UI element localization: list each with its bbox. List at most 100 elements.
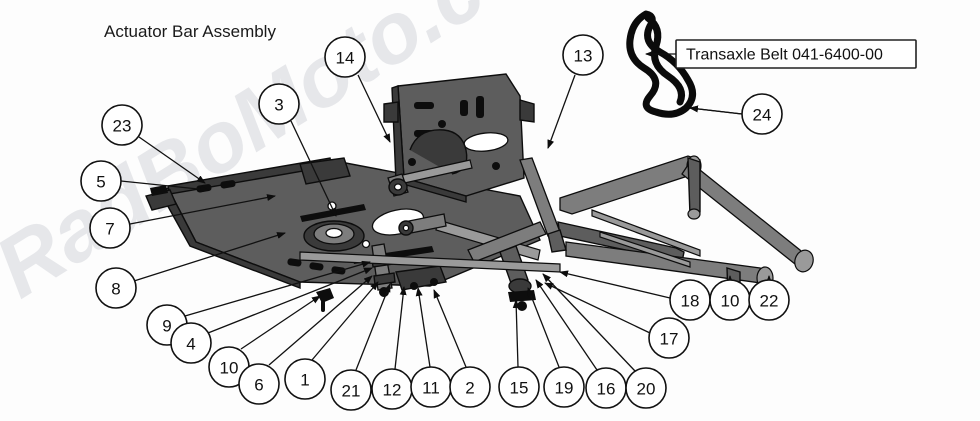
callout-leader-20: [542, 273, 636, 372]
callout-leader-14: [357, 74, 391, 143]
callout-leader-8: [133, 232, 286, 282]
callout-10[interactable]: 10: [208, 346, 250, 388]
callout-number-6: 6: [254, 376, 263, 395]
callout-6[interactable]: 6: [238, 363, 280, 405]
callout-24[interactable]: 24: [741, 93, 783, 135]
callout-13[interactable]: 13: [562, 34, 604, 76]
bracket-cluster: [395, 265, 447, 291]
callout-leader-3: [290, 120, 337, 217]
callout-leader-24: [689, 105, 743, 115]
callout-circle-21[interactable]: [330, 369, 372, 411]
callout-15[interactable]: 15: [498, 366, 540, 408]
callout-2[interactable]: 2: [449, 366, 491, 408]
callout-3[interactable]: 3: [258, 83, 300, 125]
callout-number-14: 14: [336, 49, 355, 68]
callout-leader-16: [535, 279, 598, 371]
callout-8[interactable]: 8: [95, 267, 137, 309]
callout-16[interactable]: 16: [585, 367, 627, 409]
callout-20[interactable]: 20: [625, 367, 667, 409]
callout-10[interactable]: 10: [709, 279, 751, 321]
callout-number-2: 2: [465, 379, 474, 398]
callout-12[interactable]: 12: [371, 368, 413, 410]
transaxle-belt: [626, 10, 696, 118]
callout-18[interactable]: 18: [669, 279, 711, 321]
callout-leader-17: [544, 282, 651, 334]
callout-5[interactable]: 5: [80, 160, 122, 202]
callout-14[interactable]: 14: [324, 36, 366, 78]
callout-leader-1: [311, 281, 379, 361]
callout-4[interactable]: 4: [170, 322, 212, 364]
callout-number-7: 7: [105, 220, 114, 239]
callout-number-9: 9: [162, 317, 171, 336]
callout-leader-18: [559, 270, 671, 299]
callout-22[interactable]: 22: [748, 279, 790, 321]
callout-number-8: 8: [111, 280, 120, 299]
callout-number-4: 4: [186, 335, 195, 354]
callout-leader-13: [547, 74, 576, 149]
callout-circle-22[interactable]: [748, 279, 790, 321]
callout-19[interactable]: 19: [543, 366, 585, 408]
callout-circle-8[interactable]: [95, 267, 137, 309]
callout-leader-10: [240, 295, 321, 350]
callout-circle-4[interactable]: [170, 322, 212, 364]
callout-number-18: 18: [681, 292, 700, 311]
rear-strut: [519, 157, 567, 253]
callout-17[interactable]: 17: [648, 317, 690, 359]
callout-circle-2[interactable]: [449, 366, 491, 408]
callout-leader-7: [129, 194, 276, 225]
callout-circle-7[interactable]: [89, 207, 131, 249]
callout-number-21: 21: [342, 382, 361, 401]
callout-number-19: 19: [555, 379, 574, 398]
transaxle-belt-label: Transaxle Belt 041-6400-00: [645, 39, 917, 115]
mount-plate: [383, 73, 535, 203]
callout-leader-21: [355, 283, 391, 371]
callout-leader-12: [394, 286, 407, 370]
actuator-bar: [387, 159, 473, 197]
callout-leader-4: [207, 267, 373, 334]
callout-circle-6[interactable]: [238, 363, 280, 405]
upper-bracket: [299, 157, 351, 185]
callout-circle-13[interactable]: [562, 34, 604, 76]
callout-number-3: 3: [274, 96, 283, 115]
callout-circle-23[interactable]: [101, 104, 143, 146]
callout-circle-14[interactable]: [324, 36, 366, 78]
callout-leader-19: [527, 287, 560, 368]
callout-7[interactable]: 7: [89, 207, 131, 249]
callout-leader-lines: [120, 74, 773, 372]
callout-1[interactable]: 1: [284, 358, 326, 400]
callout-leader-23: [138, 136, 206, 184]
label-box-text: Transaxle Belt 041-6400-00: [686, 47, 883, 64]
callout-circle-3[interactable]: [258, 83, 300, 125]
callout-number-10: 10: [220, 359, 239, 378]
callout-leader-9: [184, 260, 371, 317]
callout-circle-15[interactable]: [498, 366, 540, 408]
callout-circle-19[interactable]: [543, 366, 585, 408]
callout-number-12: 12: [383, 381, 402, 400]
page-title: Actuator Bar Assembly: [104, 22, 276, 41]
callout-circle-20[interactable]: [625, 367, 667, 409]
callout-number-23: 23: [113, 117, 132, 136]
callout-11[interactable]: 11: [410, 366, 452, 408]
callout-circle-1[interactable]: [284, 358, 326, 400]
callout-circle-17[interactable]: [648, 317, 690, 359]
callout-21[interactable]: 21: [330, 369, 372, 411]
callout-circle-5[interactable]: [80, 160, 122, 202]
callout-number-20: 20: [637, 380, 656, 399]
callout-number-13: 13: [574, 47, 593, 66]
callout-leader-2: [433, 289, 467, 368]
callout-circle-24[interactable]: [741, 93, 783, 135]
callout-leader-15: [512, 299, 520, 368]
callout-number-17: 17: [660, 330, 679, 349]
callout-number-22: 22: [760, 292, 779, 311]
callout-23[interactable]: 23: [101, 104, 143, 146]
machine-illustration: [145, 73, 814, 312]
callout-number-10: 10: [721, 292, 740, 311]
callout-leader-5: [120, 180, 209, 193]
callout-number-24: 24: [753, 106, 772, 125]
callout-number-11: 11: [422, 379, 440, 398]
callout-number-5: 5: [96, 173, 105, 192]
callout-number-16: 16: [597, 380, 616, 399]
callout-number-1: 1: [300, 371, 309, 390]
